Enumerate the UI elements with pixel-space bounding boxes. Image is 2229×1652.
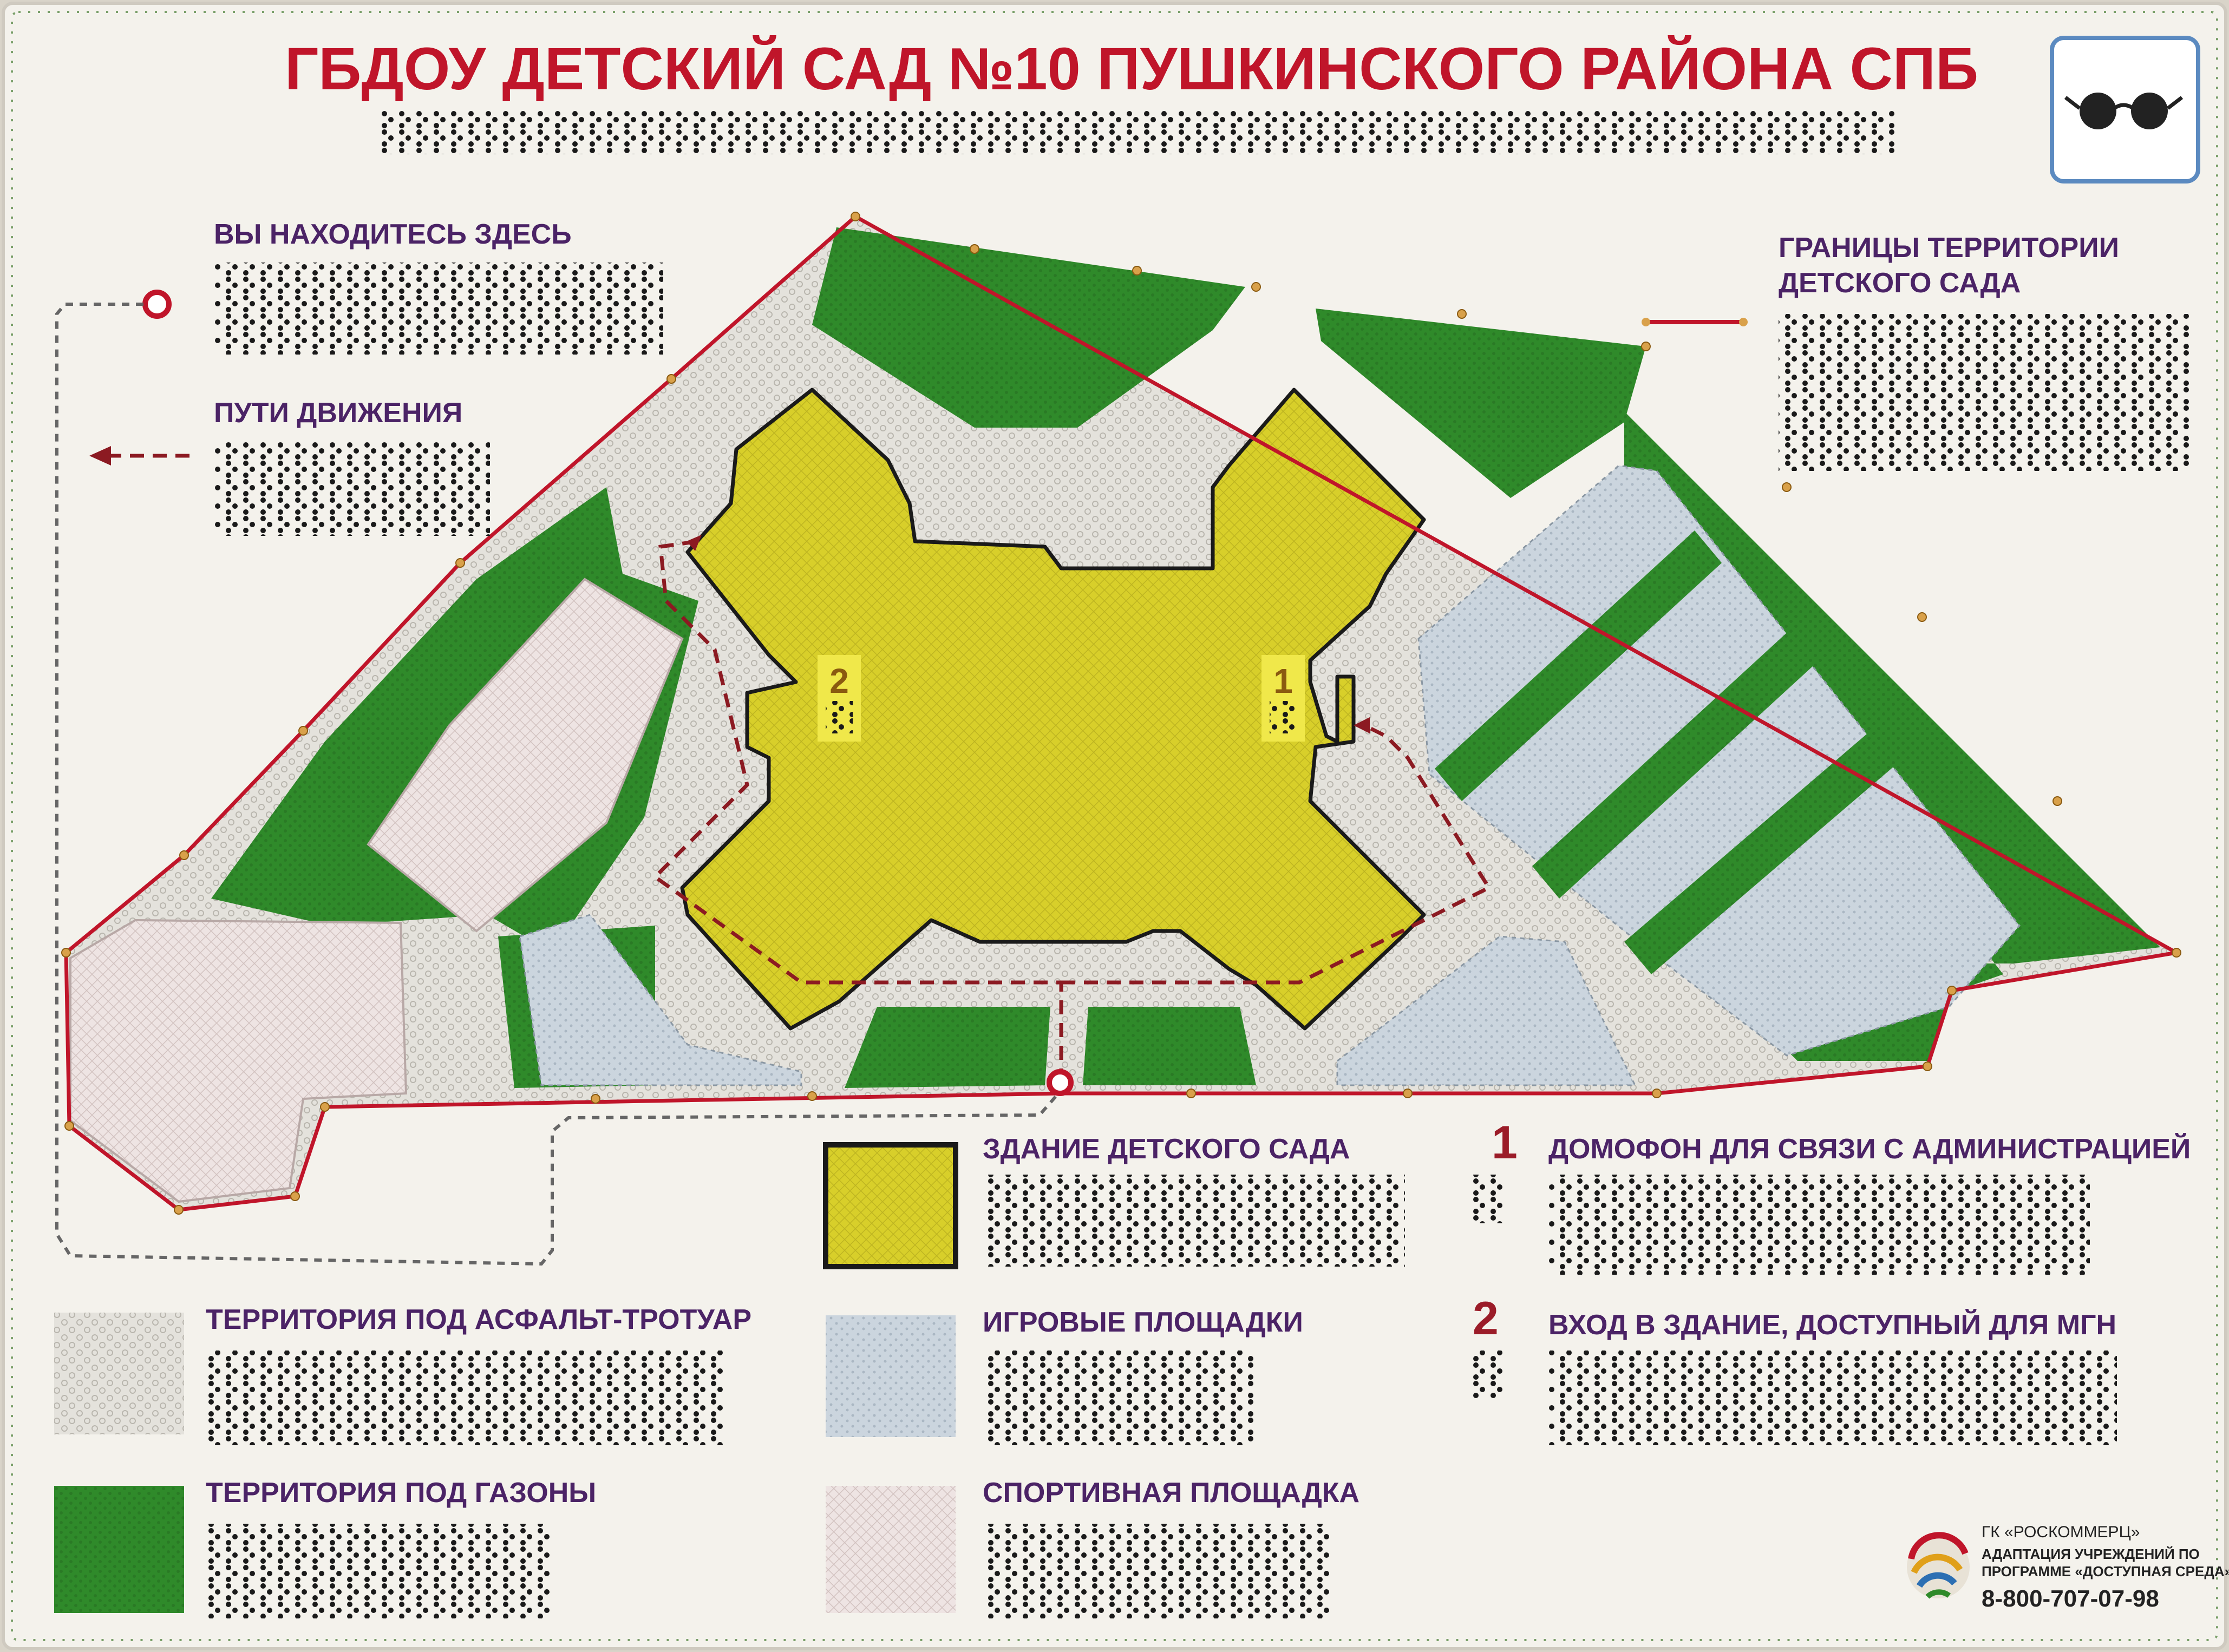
boundary-dots: [61, 212, 2181, 1215]
boundary-legend-dot-right: [1739, 318, 1748, 326]
paths-legend-arrow: [89, 446, 111, 466]
boundary-braille: [1779, 314, 2190, 471]
map-title: ГБДОУ ДЕТСКИЙ САД №10 ПУШКИНСКОГО РАЙОНА…: [285, 35, 1978, 102]
legend-num-1-braille: [1470, 1175, 1502, 1223]
company-line1: АДАПТАЦИЯ УЧРЕЖДЕНИЙ ПО: [1982, 1546, 2200, 1562]
legend-playgrounds-braille: [983, 1351, 1253, 1445]
marker-1-label: 1: [1273, 661, 1293, 700]
playground-southwest: [519, 914, 802, 1086]
boundary-label-line1: ГРАНИЦЫ ТЕРРИТОРИИ: [1779, 232, 2119, 264]
legend-lawn-braille: [206, 1524, 552, 1618]
territory-boundary: [64, 214, 2179, 1212]
legend-building-braille: [983, 1175, 1405, 1267]
title-braille: [379, 111, 1895, 154]
you-are-here-leader: [55, 303, 1060, 1266]
paths-braille: [214, 441, 490, 536]
company-line2: ПРОГРАММЕ «ДОСТУПНАЯ СРЕДА»: [1982, 1563, 2229, 1579]
legend-swatch-playgrounds: [826, 1315, 956, 1437]
you-are-here-legend-marker: [142, 290, 172, 319]
legend-num-1: 1: [1492, 1117, 1518, 1169]
glasses-icon: [2050, 36, 2200, 183]
lawn-south-left: [845, 1007, 1050, 1088]
company-phone: 8-800-707-07-98: [1982, 1585, 2159, 1612]
sports-ground-southwest: [69, 919, 408, 1203]
legend-asphalt-label: ТЕРРИТОРИЯ ПОД АСФАЛЬТ-ТРОТУАР: [206, 1304, 751, 1335]
legend-swatch-lawn: [54, 1486, 184, 1613]
boundary-legend-dot-left: [1642, 318, 1650, 326]
legend-num-2-braille: [1470, 1351, 1502, 1399]
legend-entrance-label: ВХОД В ЗДАНИЕ, ДОСТУПНЫЙ ДЛЯ МГН: [1548, 1309, 2116, 1341]
lawn-north: [812, 227, 1245, 428]
path-arrow-west: [687, 535, 702, 551]
legend-lawn-label: ТЕРРИТОРИЯ ПОД ГАЗОНЫ: [206, 1477, 596, 1509]
lawn-south-right: [1083, 1007, 1256, 1085]
path-arrow-east: [1354, 717, 1370, 733]
legend-playgrounds-label: ИГРОВЫЕ ПЛОЩАДКИ: [983, 1307, 1303, 1338]
lawn-stripe-2: [1532, 628, 1819, 899]
legend-sports-braille: [983, 1524, 1329, 1618]
legend-building-label: ЗДАНИЕ ДЕТСКОГО САДА: [983, 1133, 1350, 1165]
marker-2-braille: [826, 701, 853, 733]
legend-asphalt-braille: [206, 1351, 725, 1445]
legend-entrance-braille: [1548, 1351, 2117, 1445]
sports-ground-west: [367, 578, 684, 933]
territory-map: 2 1: [61, 212, 2181, 1215]
playground-southeast: [1336, 935, 1637, 1086]
legend-swatch-building: [823, 1142, 958, 1269]
legend-intercom-braille: [1548, 1175, 2090, 1275]
marker-1-braille: [1270, 701, 1297, 733]
company-name: ГК «РОСКОММЕРЦ»: [1982, 1523, 2140, 1541]
lawn-northeast: [1316, 309, 1646, 498]
lawn-stripe-3: [1624, 714, 1917, 974]
legend-swatch-asphalt: [54, 1313, 184, 1434]
marker-2-label: 2: [829, 661, 849, 700]
you-are-here-braille: [214, 263, 663, 355]
paths-label: ПУТИ ДВИЖЕНИЯ: [214, 397, 462, 429]
legend-sports-label: СПОРТИВНАЯ ПЛОЩАДКА: [983, 1477, 1359, 1509]
legend-intercom-label: ДОМОФОН ДЛЯ СВЯЗИ С АДМИНИСТРАЦИЕЙ: [1548, 1133, 2191, 1165]
company-logo-icon: [1907, 1532, 1970, 1599]
you-are-here-label: ВЫ НАХОДИТЕСЬ ЗДЕСЬ: [214, 219, 572, 250]
you-are-here-marker: [1047, 1069, 1074, 1096]
movement-path-east: [1061, 723, 1492, 985]
legend-swatch-sports: [826, 1486, 956, 1613]
legend-num-2: 2: [1473, 1293, 1499, 1345]
boundary-label-line2: ДЕТСКОГО САДА: [1779, 267, 2021, 299]
movement-path: [652, 539, 1063, 1083]
lawn-stripe-1: [1435, 530, 1722, 801]
